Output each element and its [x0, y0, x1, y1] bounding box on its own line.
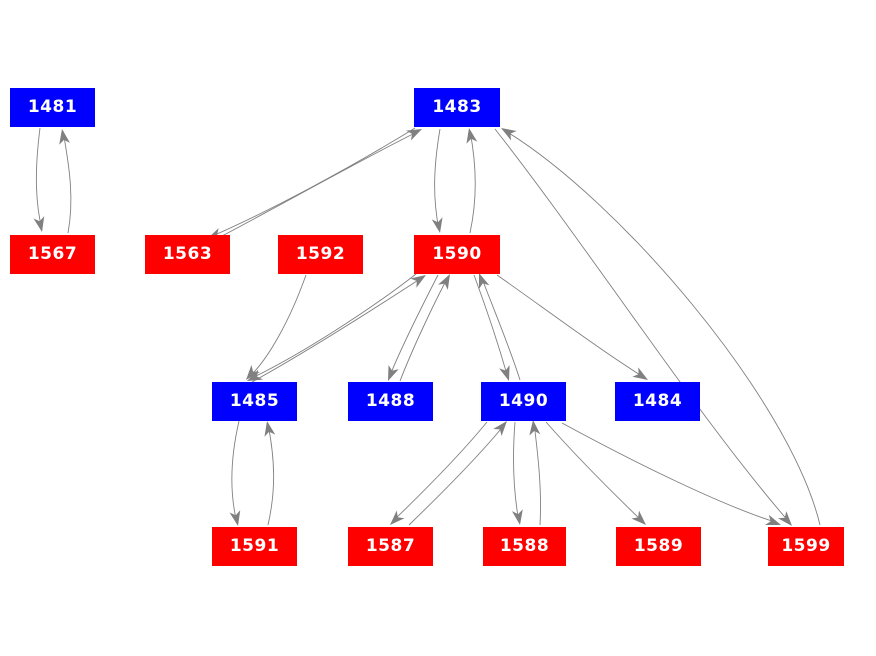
graph-node-label: 1563	[162, 244, 213, 264]
graph-node-label: 1484	[632, 391, 683, 411]
graph-node-1588[interactable]: 1588	[483, 527, 566, 566]
graph-node-label: 1481	[27, 97, 78, 117]
graph-node-label: 1483	[432, 97, 482, 117]
graph-edge	[249, 273, 417, 380]
graph-node-1567[interactable]: 1567	[10, 235, 95, 274]
graph-node-1481[interactable]: 1481	[10, 88, 95, 127]
graph-node-1587[interactable]: 1587	[348, 527, 433, 566]
graph-edge	[408, 423, 506, 526]
graph-edge	[494, 128, 791, 524]
edge-arrowhead	[229, 510, 241, 526]
edge-arrowhead	[765, 514, 781, 526]
edge-arrowhead	[33, 216, 45, 232]
graph-node-1483[interactable]: 1483	[414, 88, 500, 127]
graph-node-1488[interactable]: 1488	[348, 382, 433, 421]
edge-arrowhead	[264, 421, 276, 437]
graph-edge	[513, 421, 520, 523]
graph-edge	[391, 421, 488, 523]
graph-edge	[388, 274, 439, 379]
graph-edge	[503, 129, 821, 526]
edge-arrowhead	[501, 128, 517, 141]
graph-node-label: 1587	[365, 536, 416, 556]
graph-node-1590[interactable]: 1590	[414, 235, 500, 274]
graph-node-1490[interactable]: 1490	[481, 382, 566, 421]
edge-arrowhead	[59, 129, 71, 145]
graph-node-label: 1592	[295, 244, 346, 264]
graph-edge	[209, 127, 416, 238]
edge-arrowhead	[410, 275, 426, 288]
edge-arrowhead	[493, 421, 507, 437]
graph-node-label: 1589	[633, 536, 684, 556]
graph-edge	[473, 274, 509, 379]
edge-arrowhead	[390, 510, 405, 525]
graph-node-1563[interactable]: 1563	[145, 235, 230, 274]
graph-edge	[35, 127, 43, 231]
edge-arrowhead	[511, 509, 523, 525]
graph-node-label: 1488	[365, 391, 416, 411]
graph-edge	[496, 274, 646, 379]
edge-arrowhead	[246, 364, 260, 380]
graph-node-1599[interactable]: 1599	[768, 527, 844, 566]
graph-node-1484[interactable]: 1484	[615, 382, 700, 421]
graph-node-label: 1591	[229, 536, 280, 556]
graph-node-label: 1588	[499, 536, 550, 556]
graph-edge	[231, 420, 240, 524]
graph-edge	[469, 130, 476, 234]
graph-node-label: 1567	[27, 244, 78, 264]
edge-arrowhead	[778, 511, 792, 526]
edge-arrowhead	[478, 273, 490, 289]
graph-node-1485[interactable]: 1485	[212, 382, 297, 421]
edge-arrowhead	[499, 365, 510, 381]
graph-edge	[480, 275, 521, 381]
graph-node-label: 1590	[432, 244, 482, 264]
graph-node-label: 1599	[781, 536, 831, 556]
edge-arrowhead	[632, 367, 648, 380]
graph-edge	[251, 276, 424, 383]
graph-node-1589[interactable]: 1589	[616, 527, 701, 566]
graph-edge	[399, 276, 449, 382]
edge-arrowhead	[438, 274, 450, 290]
graph-edge	[221, 130, 420, 237]
edge-arrowhead	[631, 510, 646, 525]
graph-node-1591[interactable]: 1591	[212, 527, 297, 566]
graph-edge	[267, 423, 275, 526]
graph-node-label: 1485	[229, 391, 280, 411]
edge-arrowhead	[431, 217, 443, 233]
graph-edge	[434, 128, 441, 231]
edge-arrowhead	[388, 365, 399, 381]
edge-arrowhead	[529, 420, 541, 436]
graph-edge	[545, 421, 644, 523]
graph-edge	[533, 422, 541, 526]
graph-edge	[247, 274, 307, 379]
edge-arrowhead	[406, 129, 422, 141]
graph-edge	[62, 130, 72, 234]
graph-node-1592[interactable]: 1592	[278, 235, 363, 274]
graph-node-label: 1490	[498, 391, 549, 411]
graph-edge	[561, 422, 779, 524]
edge-arrowhead	[466, 128, 478, 144]
